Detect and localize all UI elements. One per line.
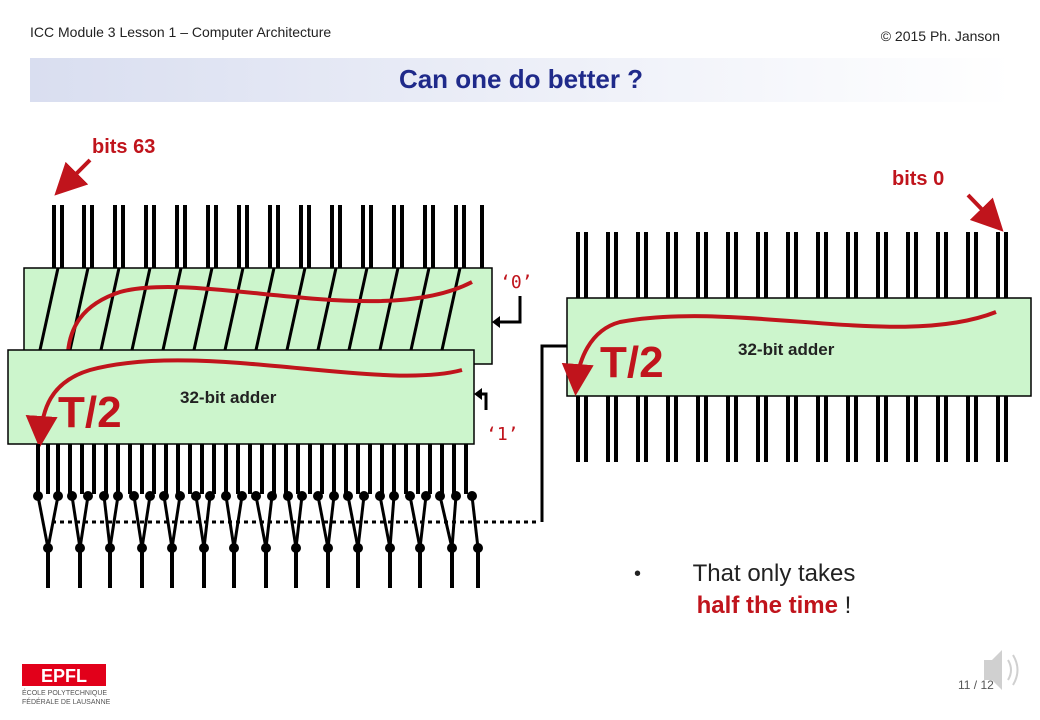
carry-one-label: ‘1’ (486, 424, 519, 445)
conclusion-highlight: half the time (696, 592, 838, 619)
right-adder-output-wires (576, 396, 1008, 462)
front-adder-carry-arrow (25, 358, 463, 448)
conclusion-bullet: • That only takes half the time ! (634, 558, 914, 622)
header-copyright: © 2015 Ph. Janson (880, 28, 1000, 44)
bits-0-label: bits 0 (892, 168, 945, 190)
adder-left-label: 32-bit adder (180, 388, 277, 407)
right-adder-carry-arrow (561, 310, 997, 396)
bits-63-label: bits 63 (92, 136, 156, 158)
slide-title: Can one do better ? (398, 64, 644, 94)
bits-high-arrow (54, 158, 92, 196)
carry-zero-label: ‘0’ (500, 272, 533, 293)
time-right-label: T/2 (600, 338, 664, 387)
right-input-wires (576, 232, 1008, 298)
time-left-label: T/2 (58, 388, 122, 437)
epfl-logo: EPFL ÉCOLE POLYTECHNIQUE FÉDÉRALE DE LAU… (22, 664, 111, 706)
left-input-wires (52, 205, 484, 268)
svg-text:FÉDÉRALE DE LAUSANNE: FÉDÉRALE DE LAUSANNE (22, 697, 111, 706)
page-number: 11 / 12 (958, 678, 994, 692)
bullet-dot: • (634, 563, 642, 585)
back-adder-carry-path (66, 280, 473, 353)
back-adder-slant-wires (38, 267, 462, 351)
adder-front-box (7, 349, 475, 445)
front-adder-output-wires (36, 444, 468, 494)
speaker-icon[interactable] (984, 650, 1019, 690)
svg-text:EPFL: EPFL (41, 666, 87, 686)
adder-right-label: 32-bit adder (738, 340, 835, 359)
header-course-title: ICC Module 3 Lesson 1 – Computer Archite… (30, 24, 332, 40)
mux-output-wires (46, 548, 480, 588)
adder-right-box (566, 297, 1032, 397)
carry-select-wire (540, 344, 570, 522)
bits-low-arrow (966, 193, 1004, 232)
conclusion-suffix: ! (838, 592, 852, 619)
conclusion-line1: That only takes (692, 560, 856, 587)
carry-zero-wire (494, 296, 522, 324)
svg-text:ÉCOLE POLYTECHNIQUE: ÉCOLE POLYTECHNIQUE (22, 688, 107, 697)
conclusion-line2: half the time ! (634, 590, 914, 622)
title-bar: Can one do better ? (30, 58, 1012, 102)
